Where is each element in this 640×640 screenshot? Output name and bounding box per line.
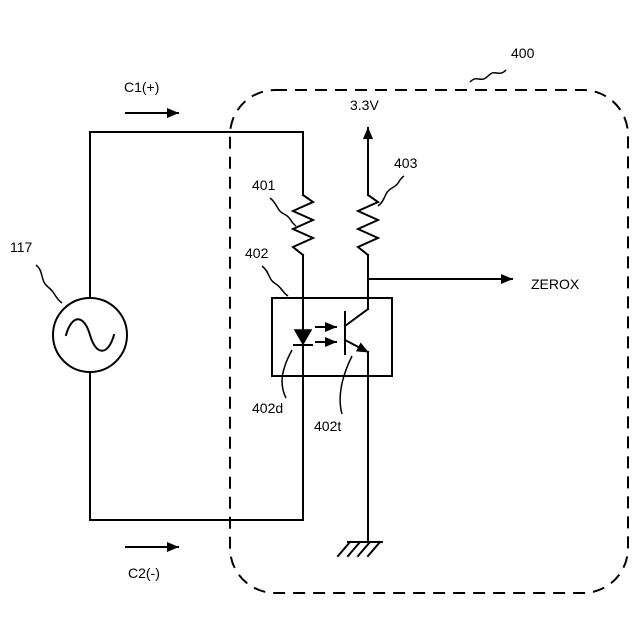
- ac-source-label: 117: [10, 239, 33, 255]
- photocoupler-label: 402: [245, 245, 269, 261]
- phototransistor-leader: [340, 356, 352, 414]
- module-boundary: [230, 90, 628, 593]
- supply-label: 3.3V: [350, 97, 379, 113]
- resistor-401: [293, 195, 313, 255]
- resistor-403-label: 403: [394, 155, 418, 171]
- module-leader: [470, 70, 506, 82]
- led-label: 402d: [252, 400, 283, 416]
- photocoupler-402: [272, 298, 392, 376]
- resistor-403: [358, 195, 378, 255]
- led-402d: [295, 330, 311, 344]
- photocoupler-leader: [262, 266, 288, 296]
- phototransistor-label: 402t: [314, 418, 341, 434]
- zerox-label: ZEROX: [531, 276, 580, 292]
- phototransistor-emitter: [345, 340, 368, 352]
- module-label: 400: [511, 45, 535, 61]
- wire-top-loop: [90, 132, 303, 298]
- ac-source-leader: [36, 265, 62, 303]
- current-positive-label: C1(+): [124, 79, 159, 95]
- phototransistor-collector: [345, 309, 368, 326]
- resistor-401-label: 401: [252, 177, 276, 193]
- led-leader: [282, 350, 292, 398]
- resistor-403-leader: [378, 176, 404, 206]
- resistor-401-leader: [270, 198, 296, 226]
- current-negative-label: C2(-): [128, 565, 160, 581]
- ground-icon: [338, 542, 382, 556]
